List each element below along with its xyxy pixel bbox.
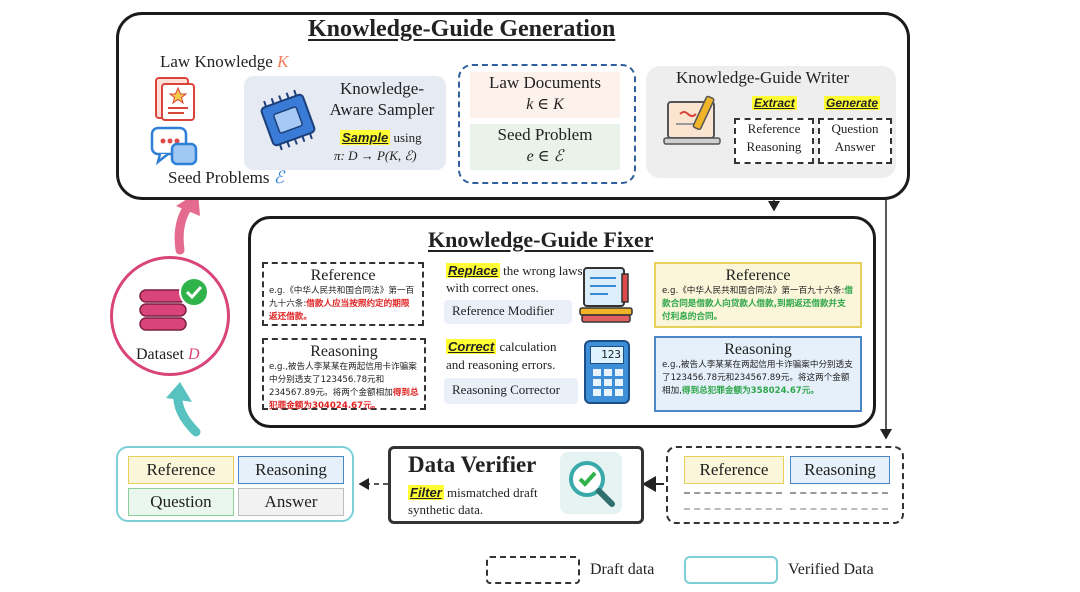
seed-chat-icon — [150, 126, 198, 170]
verifier-filter: Filter mismatched draft synthetic data. — [408, 484, 558, 518]
verified-item-answer: Answer — [238, 488, 344, 516]
draft-item-reasoning: Reasoning — [790, 456, 890, 484]
legend-draft-label: Draft data — [590, 561, 655, 578]
corrector-label-box — [444, 378, 578, 404]
filter-body: mismatched draft synthetic data. — [408, 485, 538, 517]
verified-box — [116, 446, 354, 522]
writer-title: Knowledge-Guide Writer — [676, 68, 850, 87]
filter-tag: Filter — [408, 485, 444, 500]
ref-out-eg: e.g.《中华人民共和国合同法》第一百九十六条: — [662, 286, 845, 296]
ref-out-body: e.g.《中华人民共和国合同法》第一百九十六条:借款合同是借款人向贷款人借款,到… — [662, 285, 854, 324]
seed-problem-title: Seed Problem — [497, 125, 593, 144]
correct-body: calculation and reasoning errors. — [446, 339, 557, 372]
seed-problems-symbol: ℰ — [273, 168, 285, 187]
replace-body: the wrong laws with correct ones. — [446, 263, 583, 295]
sample-using-text: using — [393, 130, 422, 145]
calculator-display: 123 — [590, 346, 624, 364]
correct-tag: Correct — [446, 339, 497, 354]
verified-item-question: Question — [128, 488, 234, 516]
rea-out-green: 得到总犯罪金额为358024.67元。 — [681, 386, 819, 396]
sampler-label: Knowledge-Aware Sampler — [329, 79, 435, 119]
rea-in-box: Reasoning e.g.,被告人李某某在两起信用卡诈骗案中分别透支了1234… — [262, 338, 426, 413]
seed-problem-box: Seed Problem e ∈ ℰ — [470, 124, 620, 170]
corrector-label: Reasoning Corrector — [452, 382, 560, 397]
verified-item-reference: Reference — [128, 456, 234, 484]
ref-in-body: e.g.《中华人民共和国合同法》第一百九十六条:借款人应当按照约定的期限返还借款… — [269, 285, 417, 324]
ref-in-eg: e.g.《中华人民共和国合同法》第一百九十六条: — [269, 286, 415, 309]
rea-in-red: 得到总犯罪金额为304024.67元。 — [269, 388, 419, 411]
ref-in-box: Reference e.g.《中华人民共和国合同法》第一百九十六条:借款人应当按… — [262, 262, 424, 326]
verifier-title: Data Verifier — [408, 452, 537, 477]
law-knowledge-symbol: K — [277, 52, 289, 71]
law-document-icon — [154, 76, 196, 122]
ref-out-box: Reference e.g.《中华人民共和国合同法》第一百九十六条:借款合同是借… — [654, 262, 862, 328]
legend-verified-label: Verified Data — [788, 561, 874, 578]
docs-group — [458, 64, 636, 184]
rea-in-title: Reasoning — [310, 343, 378, 360]
ref-in-title: Reference — [310, 267, 376, 284]
rea-out-title: Reasoning — [724, 341, 792, 358]
generate-item-question: Question — [831, 121, 879, 136]
magnifier-icon — [560, 452, 622, 514]
legend-verified-swatch — [684, 556, 778, 584]
chip-icon — [248, 84, 328, 160]
draft-placeholder-row-2 — [790, 492, 888, 500]
generation-title: Knowledge-Guide Generation — [308, 16, 616, 42]
calculator-icon: 123 — [584, 340, 630, 404]
ref-in-red: 借款人应当按照约定的期限返还借款。 — [269, 299, 410, 322]
sample-using: Sample using — [340, 130, 422, 146]
sample-tag: Sample — [340, 130, 391, 145]
law-docs-box: Law Documents k ∈ K — [470, 72, 620, 118]
ref-out-green: 借款合同是借款人向贷款人借款,到期返还借款并支付利息的合同。 — [662, 286, 853, 322]
verified-item-reasoning: Reasoning — [238, 456, 344, 484]
generate-box: Question Answer — [818, 118, 892, 164]
dataset-text: Dataset — [136, 346, 184, 363]
ref-out-title: Reference — [725, 267, 791, 284]
law-docs-expr: k ∈ K — [526, 96, 564, 113]
law-docs-title: Law Documents — [489, 73, 601, 92]
generate-item-answer: Answer — [834, 139, 876, 154]
extract-item-reasoning: Reasoning — [746, 139, 802, 154]
draft-box — [666, 446, 904, 524]
rea-in-eg: e.g.,被告人李某某在两起信用卡诈骗案中分别透支了123456.78元和234… — [269, 362, 417, 398]
database-icon — [136, 276, 212, 336]
replace-tag: Replace — [446, 263, 500, 278]
draft-placeholder-row-4 — [790, 508, 888, 516]
extract-box: Reference Reasoning — [734, 118, 814, 164]
modifier-label-box — [444, 300, 572, 324]
seed-problems-text: Seed Problems — [168, 168, 270, 187]
draft-placeholder-row-1 — [684, 492, 782, 500]
extract-tag-wrap: Extract — [752, 96, 797, 111]
legend-draft-swatch — [486, 556, 580, 584]
generate-tag-wrap: Generate — [824, 96, 881, 111]
correct-text: Correct calculation and reasoning errors… — [446, 338, 576, 374]
law-knowledge-text: Law Knowledge — [160, 52, 273, 71]
draft-placeholder-row-3 — [684, 508, 782, 516]
dataset-label: Dataset D — [136, 346, 200, 364]
law-knowledge-label: Law Knowledge K — [160, 52, 288, 72]
rea-out-eg: e.g.,被告人李某某在两起信用卡诈骗案中分别透支了123456.78元和234… — [662, 360, 853, 396]
draft-item-reference: Reference — [684, 456, 784, 484]
generate-tag: Generate — [824, 96, 881, 110]
sample-formula: π: D → P(K, ℰ) — [334, 148, 417, 163]
rea-out-box: Reasoning e.g.,被告人李某某在两起信用卡诈骗案中分别透支了1234… — [654, 336, 862, 412]
modifier-label: Reference Modifier — [452, 303, 555, 318]
seed-problem-expr: e ∈ ℰ — [526, 148, 564, 165]
seed-problems-label: Seed Problems ℰ — [168, 168, 284, 188]
calculator-keys — [593, 369, 628, 396]
book-icon — [578, 264, 634, 324]
replace-text: Replace the wrong laws with correct ones… — [446, 262, 586, 296]
writer-icon — [662, 92, 728, 154]
fixer-title: Knowledge-Guide Fixer — [428, 227, 654, 252]
rea-out-body: e.g.,被告人李某某在两起信用卡诈骗案中分别透支了123456.78元和234… — [662, 359, 854, 398]
arrow-verified-to-dataset-head — [166, 382, 192, 402]
extract-item-reference: Reference — [747, 121, 801, 136]
dataset-symbol: D — [187, 346, 200, 363]
extract-tag: Extract — [752, 96, 797, 110]
rea-in-body: e.g.,被告人李某某在两起信用卡诈骗案中分别透支了123456.78元和234… — [269, 361, 419, 413]
